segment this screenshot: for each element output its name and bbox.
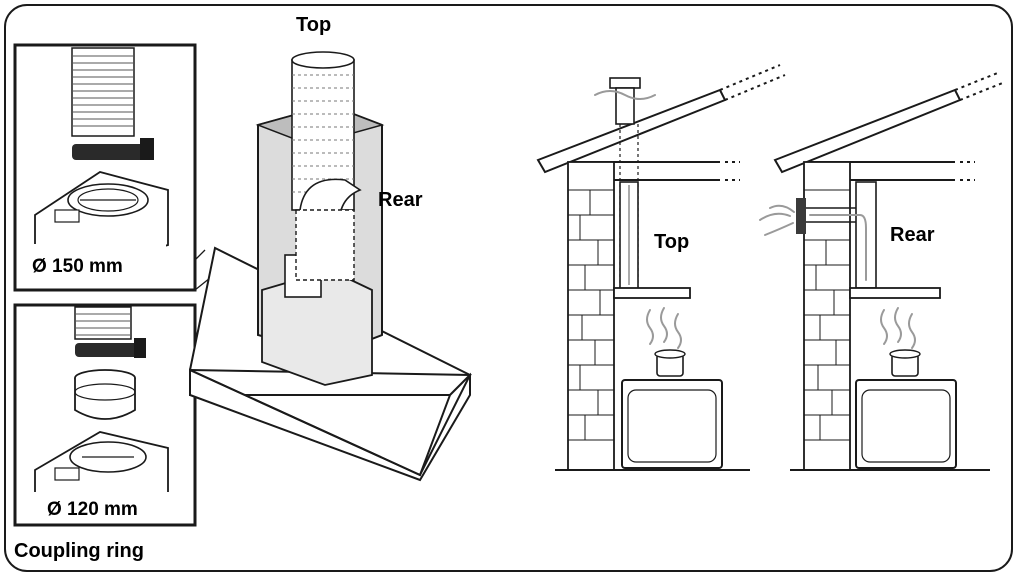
house-top-label: Top (654, 231, 689, 253)
inset-150mm: Ø 150 mm (13, 43, 197, 292)
flexible-duct-150 (71, 47, 154, 160)
rear-exhaust-label: Rear (378, 189, 423, 211)
inset-120mm: Ø 120 mm (13, 303, 197, 527)
chimney-duct (291, 51, 362, 281)
diameter-120-label: Ø 120 mm (47, 499, 138, 520)
house-top-exhaust (536, 64, 786, 471)
coupling-ring-label: Coupling ring (14, 540, 144, 562)
top-exhaust-label: Top (296, 14, 331, 36)
coupling-ring (74, 369, 136, 420)
outer-frame (4, 4, 1013, 572)
house-rear-label: Rear (890, 224, 935, 246)
island-hood (189, 51, 472, 482)
house-rear-exhaust (759, 71, 1006, 471)
diameter-150-label: Ø 150 mm (32, 256, 123, 277)
flexible-duct-120 (74, 306, 146, 358)
